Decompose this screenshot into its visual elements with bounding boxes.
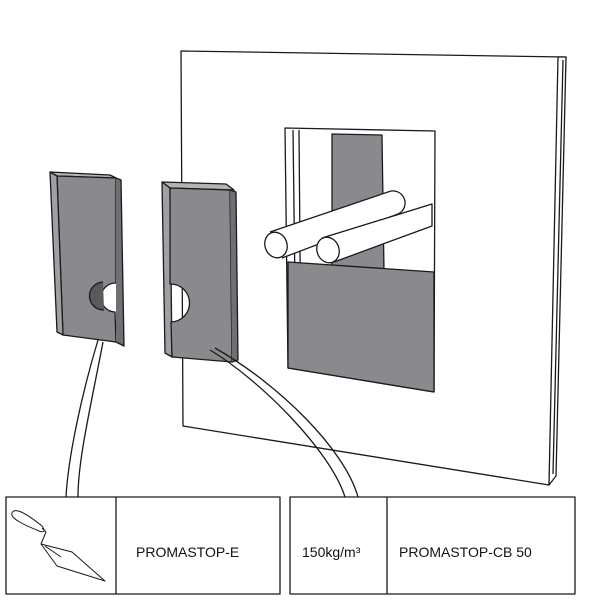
promastop-e-label: PROMASTOP-E [136, 544, 239, 560]
pipe-1 [264, 190, 406, 259]
promastop-cb-label: PROMASTOP-CB 50 [399, 544, 532, 560]
density-label: 150kg/m³ [302, 544, 361, 560]
trowel-icon [11, 510, 106, 582]
pipe-2 [316, 203, 433, 264]
promastop-cb-panel [161, 181, 239, 363]
wall-opening [284, 127, 436, 393]
leader-line-right [209, 347, 359, 498]
legend-box-left [5, 496, 281, 595]
promastop-e-panel [49, 171, 125, 347]
legend-box-right [289, 496, 576, 595]
leader-line-left [65, 339, 104, 498]
